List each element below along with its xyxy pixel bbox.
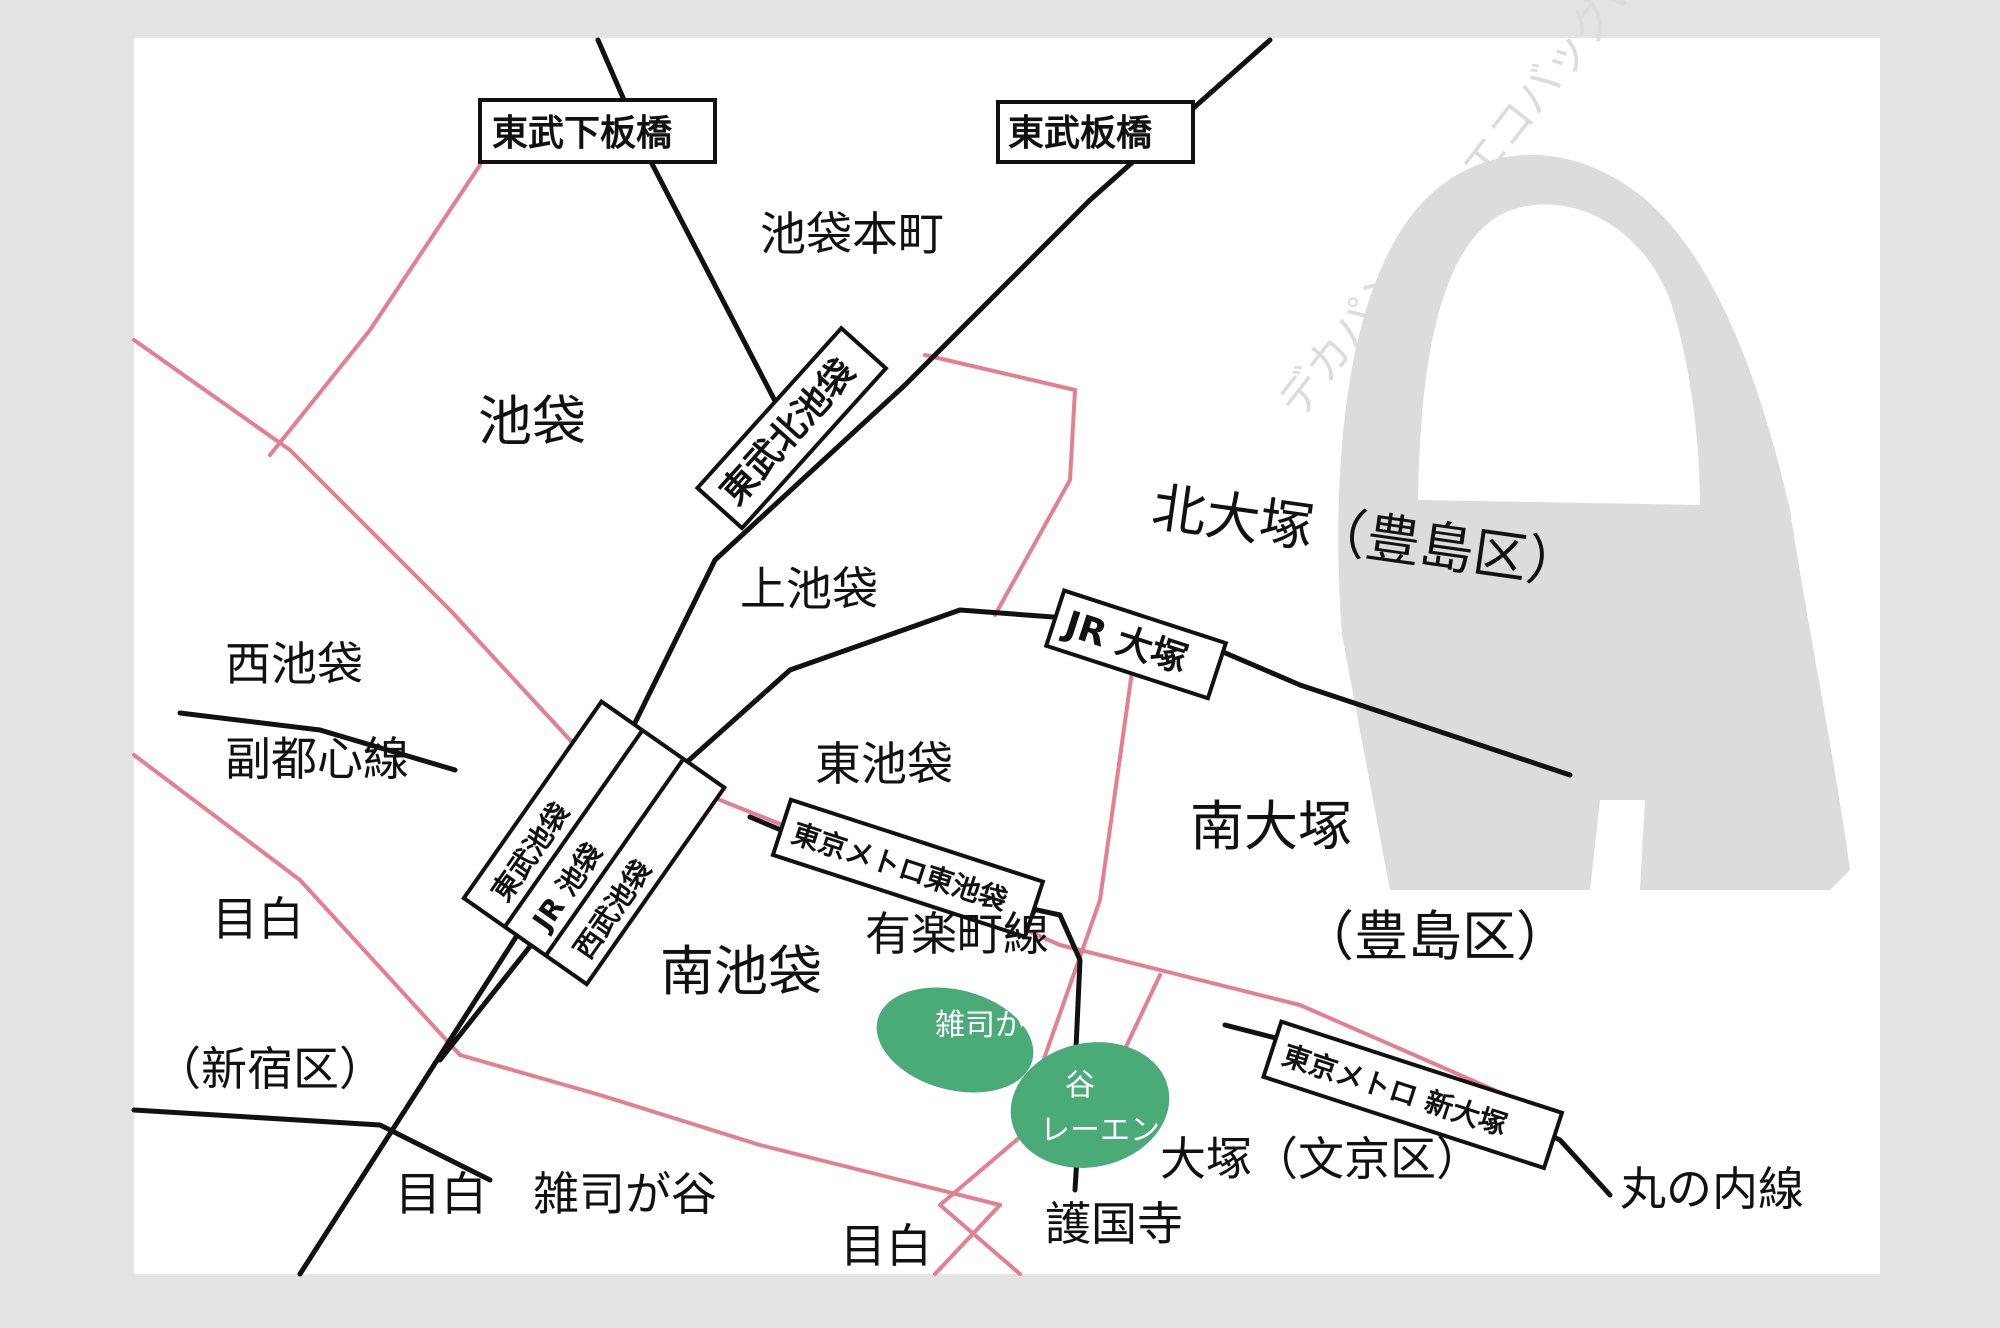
station-ikebukuro[interactable]: 東武池袋 JR 池袋 西武池袋 (461, 698, 728, 987)
line-label-marunouchi: 丸の内線 (1620, 1162, 1804, 1216)
station-tobu-shimoitabashi[interactable]: 東武下板橋 (478, 98, 717, 164)
area-higashi-ikebukuro: 東池袋 (815, 737, 953, 791)
area-mejiro-zoshigaya: 目白 雑司が谷 (395, 1167, 717, 1221)
area-minami-otsuka: 南大塚 (1190, 795, 1352, 858)
area-kami-ikebukuro: 上池袋 (740, 562, 878, 616)
zoshigaya-reien-park: 雑司が 谷 レーエン (876, 987, 1170, 1168)
area-ikebukuro: 池袋 (478, 390, 586, 453)
area-mejiro-ward: （新宿区） (155, 1042, 385, 1096)
area-otsuka-bunkyo: 大塚（文京区） (1160, 1132, 1482, 1186)
area-ikebukuro-honcho: 池袋本町 (760, 207, 944, 261)
area-mejiro-bottom: 目白 (840, 1219, 932, 1273)
park-label-2: 谷 (1065, 1068, 1095, 1103)
area-mejiro-label: 目白 (212, 892, 304, 946)
area-minami-ikebukuro: 南池袋 (660, 940, 822, 1003)
tote-bag-icon (1338, 154, 1850, 891)
station-label: 東武下板橋 (492, 113, 672, 154)
fukutoshin-line (177, 710, 458, 773)
station-label: 東武板橋 (1008, 113, 1152, 154)
jr-yamanote-line (131, 1107, 493, 1183)
park-label-1: 雑司が (935, 1008, 1025, 1043)
area-minami-otsuka-ward: （豊島区） (1300, 905, 1570, 968)
area-gokokuji: 護国寺 (1045, 1197, 1183, 1251)
line-label-yurakucho: 有楽町線 (865, 907, 1049, 961)
station-tobu-itabashi[interactable]: 東武板橋 (996, 100, 1195, 164)
area-nishi-ikebukuro: 西池袋 (225, 637, 363, 691)
park-label-3: レーエン (1040, 1113, 1160, 1148)
line-label-fukutoshin: 副都心線 (225, 732, 409, 786)
